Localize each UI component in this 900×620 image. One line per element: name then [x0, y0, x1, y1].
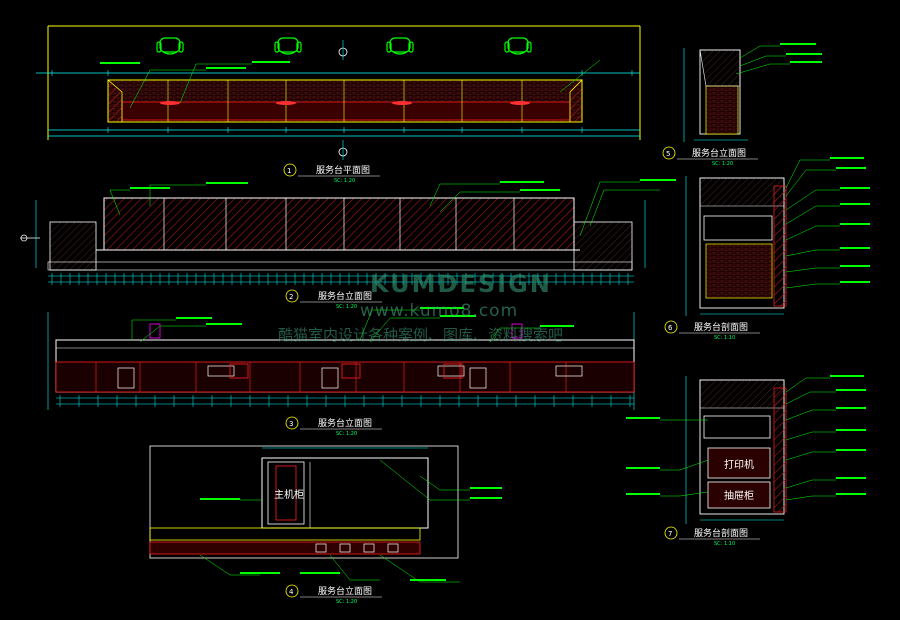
- view-title: 服务台立面图: [318, 585, 372, 597]
- view-1-plan: 1 服务台平面图 SC: 1:20: [36, 25, 641, 184]
- watermark-slogan: 酷猫室内设计各种案例、图库、资料搜索吧: [278, 326, 563, 344]
- view-number: 5: [666, 150, 670, 158]
- view-number: 2: [289, 293, 293, 301]
- view-3-elevation: 3 服务台立面图 SC: 1:20: [47, 307, 635, 437]
- view-2-elevation: 2 服务台立面图 SC: 1:20: [20, 179, 676, 310]
- printer-label: 打印机: [724, 458, 754, 471]
- view-number: 6: [668, 324, 673, 332]
- view-5-elevation: 5 服务台立面图 SC: 1:20: [662, 43, 822, 167]
- view-number: 4: [289, 588, 294, 596]
- watermark: KUMDESIGN www.kumo8.com 酷猫室内设计各种案例、图库、资料…: [278, 270, 563, 344]
- view-scale: SC: 1:10: [714, 335, 735, 341]
- view-scale: SC: 1:20: [334, 178, 355, 184]
- view-title: 服务台立面图: [318, 417, 372, 429]
- view-scale: SC: 1:10: [714, 541, 735, 547]
- host-cabinet-label: 主机柜: [274, 488, 304, 501]
- view-scale: SC: 1:20: [336, 431, 357, 437]
- watermark-url: www.kumo8.com: [360, 301, 518, 321]
- view-title: 服务台剖面图: [694, 321, 748, 333]
- watermark-brand: KUMDESIGN: [370, 270, 552, 298]
- view-title: 服务台平面图: [316, 164, 370, 176]
- view-number: 1: [287, 167, 291, 175]
- chair-icons: [156, 37, 532, 55]
- view-6-section: 6 服务台剖面图 SC: 1:10: [664, 157, 870, 341]
- view-number-marker: [285, 416, 299, 430]
- drawer-label: 抽屉柜: [724, 489, 754, 502]
- view-title: 服务台立面图: [318, 290, 372, 302]
- view-4-plan: 主机柜 4 服务台立面图 SC: 1:20: [149, 445, 502, 605]
- view-title: 服务台立面图: [692, 147, 746, 159]
- view-7-section: 打印机 抽屉柜 7 服务台剖面图 SC: 1:10: [626, 375, 866, 547]
- view-number: 7: [668, 530, 672, 538]
- view-number-marker: [283, 163, 297, 177]
- view-scale: SC: 1:20: [712, 161, 733, 167]
- view-scale: SC: 1:20: [336, 599, 357, 605]
- view-scale: SC: 1:20: [336, 304, 357, 310]
- view-number-marker: [664, 526, 678, 540]
- view-number-marker: [285, 584, 299, 598]
- view-number: 3: [289, 420, 293, 428]
- view-title: 服务台剖面图: [694, 527, 748, 539]
- view-number-marker: [664, 320, 678, 334]
- view-number-marker: [662, 146, 676, 160]
- view-number-marker: [285, 289, 299, 303]
